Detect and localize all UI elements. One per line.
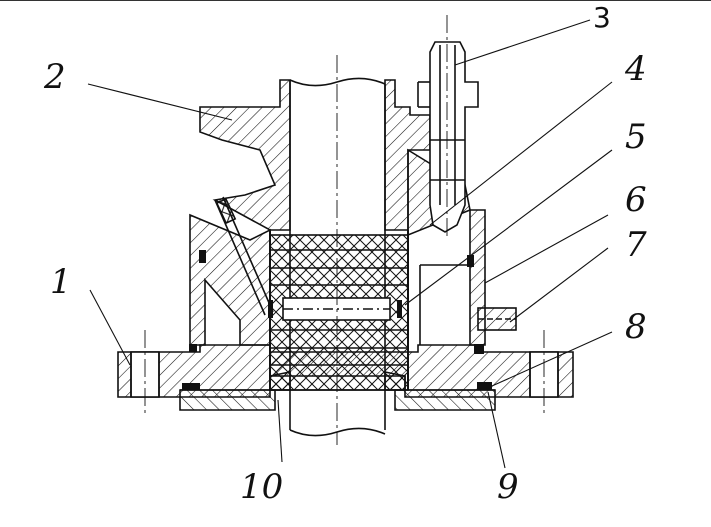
lip-seal-part-10: [269, 371, 406, 391]
threaded-nut-stack: [269, 234, 409, 391]
callout-label-6: 6: [625, 180, 647, 220]
oil-tube: [214, 196, 274, 316]
callout-label-1: 1: [50, 262, 72, 302]
leader-lines: [87, 19, 613, 469]
o-ring-seals: [182, 250, 492, 390]
callout-label-5: 5: [625, 117, 647, 157]
center-lines: [144, 15, 545, 445]
callout-label-8: 8: [625, 307, 647, 347]
bottom-cover-plate-part-9: [179, 389, 496, 411]
callout-label-3: 3: [593, 1, 611, 34]
callout-label-4: 4: [625, 49, 647, 89]
callout-label-9: 9: [497, 467, 519, 507]
callout-label-10: 10: [240, 467, 284, 507]
top-border-line: [0, 0, 711, 1]
callout-label-7: 7: [625, 225, 647, 265]
callout-label-2: 2: [44, 57, 66, 97]
side-plug-part-7: [477, 307, 517, 331]
adjusting-screw-part-3: [417, 41, 479, 233]
